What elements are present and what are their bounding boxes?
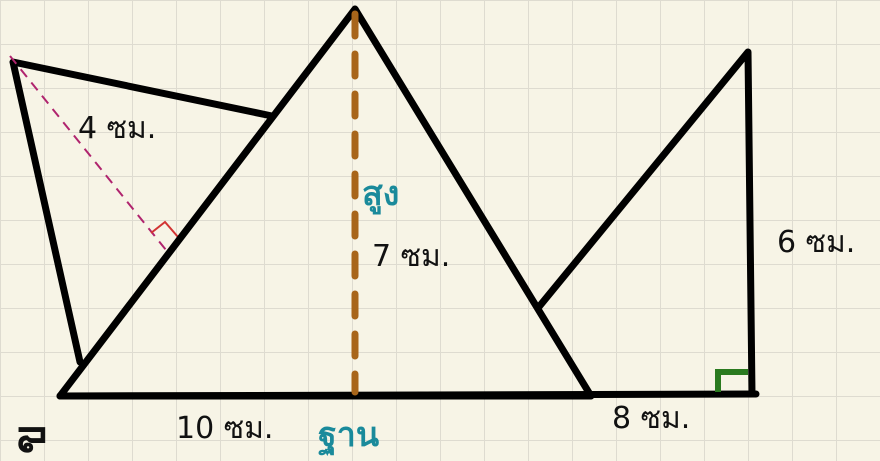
- right-triangle: [534, 48, 756, 398]
- right-base-label: 8 ซม.: [612, 401, 690, 436]
- right-angle-mark-green: [715, 369, 748, 392]
- right-height-label: 6 ซม.: [777, 225, 855, 260]
- left-right-angle-mark: [150, 220, 179, 238]
- base-word-label: ฐาน: [318, 415, 379, 457]
- left-triangle: [9, 58, 276, 366]
- corner-mark: ข: [4, 424, 55, 454]
- main-height-label: 7 ซม.: [372, 239, 450, 274]
- height-word-label: สูง: [362, 174, 399, 215]
- slant-height-label: 4 ซม.: [78, 111, 156, 146]
- main-triangle: [56, 5, 595, 400]
- base-line: [56, 390, 760, 400]
- main-base-label: 10 ซม.: [176, 411, 273, 446]
- left-triangle-height-dashed: [9, 55, 167, 251]
